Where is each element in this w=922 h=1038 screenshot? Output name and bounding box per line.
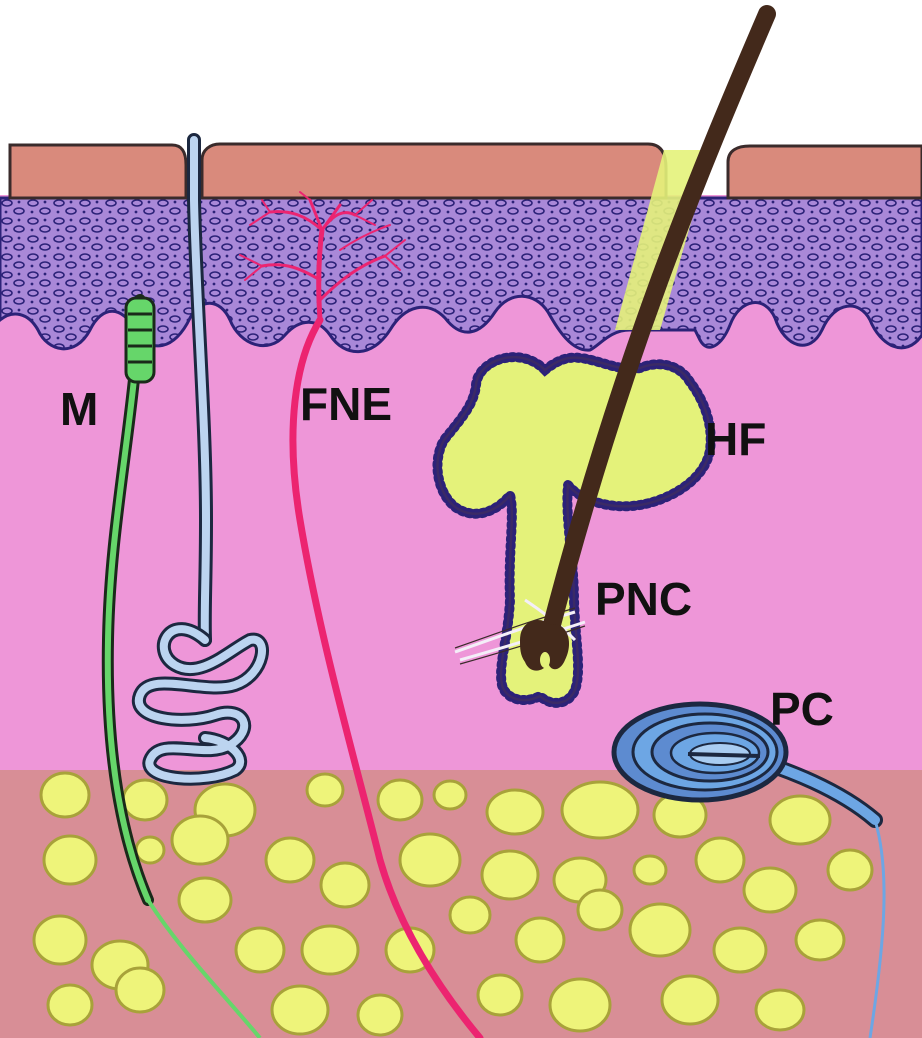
fat-cell — [516, 918, 564, 962]
fat-cell — [358, 995, 402, 1035]
fat-cell — [378, 780, 422, 820]
fat-cell — [400, 834, 460, 886]
label-fne: FNE — [300, 378, 392, 430]
fat-cell — [450, 897, 490, 933]
fat-cell — [236, 928, 284, 972]
fat-cell — [482, 851, 538, 899]
fat-cell — [307, 774, 343, 806]
label-m: M — [60, 383, 98, 435]
fat-cell — [714, 928, 766, 972]
fat-cell — [34, 916, 86, 964]
label-pc: PC — [770, 683, 834, 735]
fat-cell — [578, 890, 622, 930]
fat-cell — [44, 836, 96, 884]
fat-cell — [634, 856, 666, 884]
fat-cell — [796, 920, 844, 960]
fat-cell — [172, 816, 228, 864]
fat-cell — [744, 868, 796, 912]
label-hf: HF — [705, 413, 766, 465]
fat-cell — [550, 979, 610, 1031]
fat-cell — [770, 796, 830, 844]
fat-cell — [696, 838, 744, 882]
skin-surface — [10, 144, 922, 198]
fat-cell — [48, 985, 92, 1025]
fat-cell — [630, 904, 690, 956]
fat-cell — [41, 773, 89, 817]
fat-cell — [562, 782, 638, 838]
fat-cell — [272, 986, 328, 1034]
fat-cell — [136, 837, 164, 863]
fat-cell — [116, 968, 164, 1012]
fat-cell — [179, 878, 231, 922]
fat-cell — [434, 781, 466, 809]
fat-cell — [123, 780, 167, 820]
fat-cell — [321, 863, 369, 907]
fat-cell — [266, 838, 314, 882]
fat-cell — [662, 976, 718, 1024]
fat-cell — [478, 975, 522, 1015]
fat-cell — [828, 850, 872, 890]
fat-cell — [487, 790, 543, 834]
dermal-papilla — [540, 652, 550, 668]
fat-cell — [756, 990, 804, 1030]
fat-cell — [302, 926, 358, 974]
label-pnc: PNC — [595, 573, 692, 625]
